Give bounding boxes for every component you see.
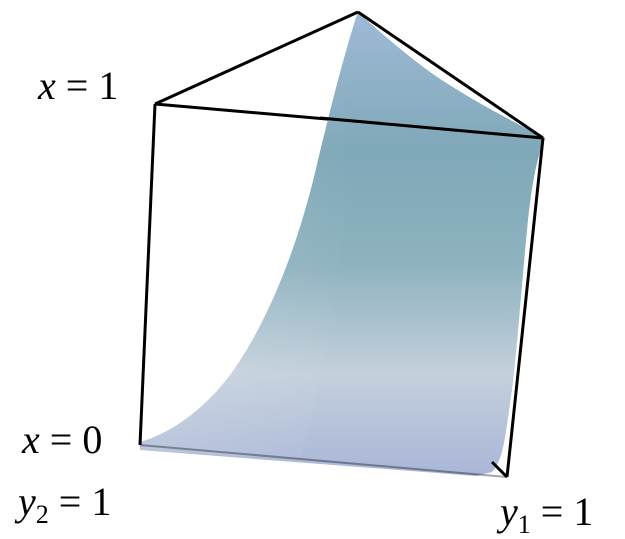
label-x-equals-0: x = 0 — [22, 417, 103, 462]
prism-edge-top-front — [319, 116, 544, 140]
label-y2-equals-1: y2 = 1 — [18, 479, 112, 529]
label-y1-equals-1: y1 = 1 — [500, 489, 594, 539]
prism-edge-top-left — [154, 10, 359, 106]
prism-edge-right-vertical — [505, 137, 545, 478]
prism-edge-top-right — [357, 10, 544, 140]
surface-highlight — [140, 12, 358, 460]
prism-edge-left-vertical — [138, 103, 157, 446]
prism-edge-bottom-front — [139, 444, 508, 478]
label-x-equals-1: x = 1 — [38, 63, 119, 108]
prism-edge-bottom-corner — [490, 460, 509, 479]
